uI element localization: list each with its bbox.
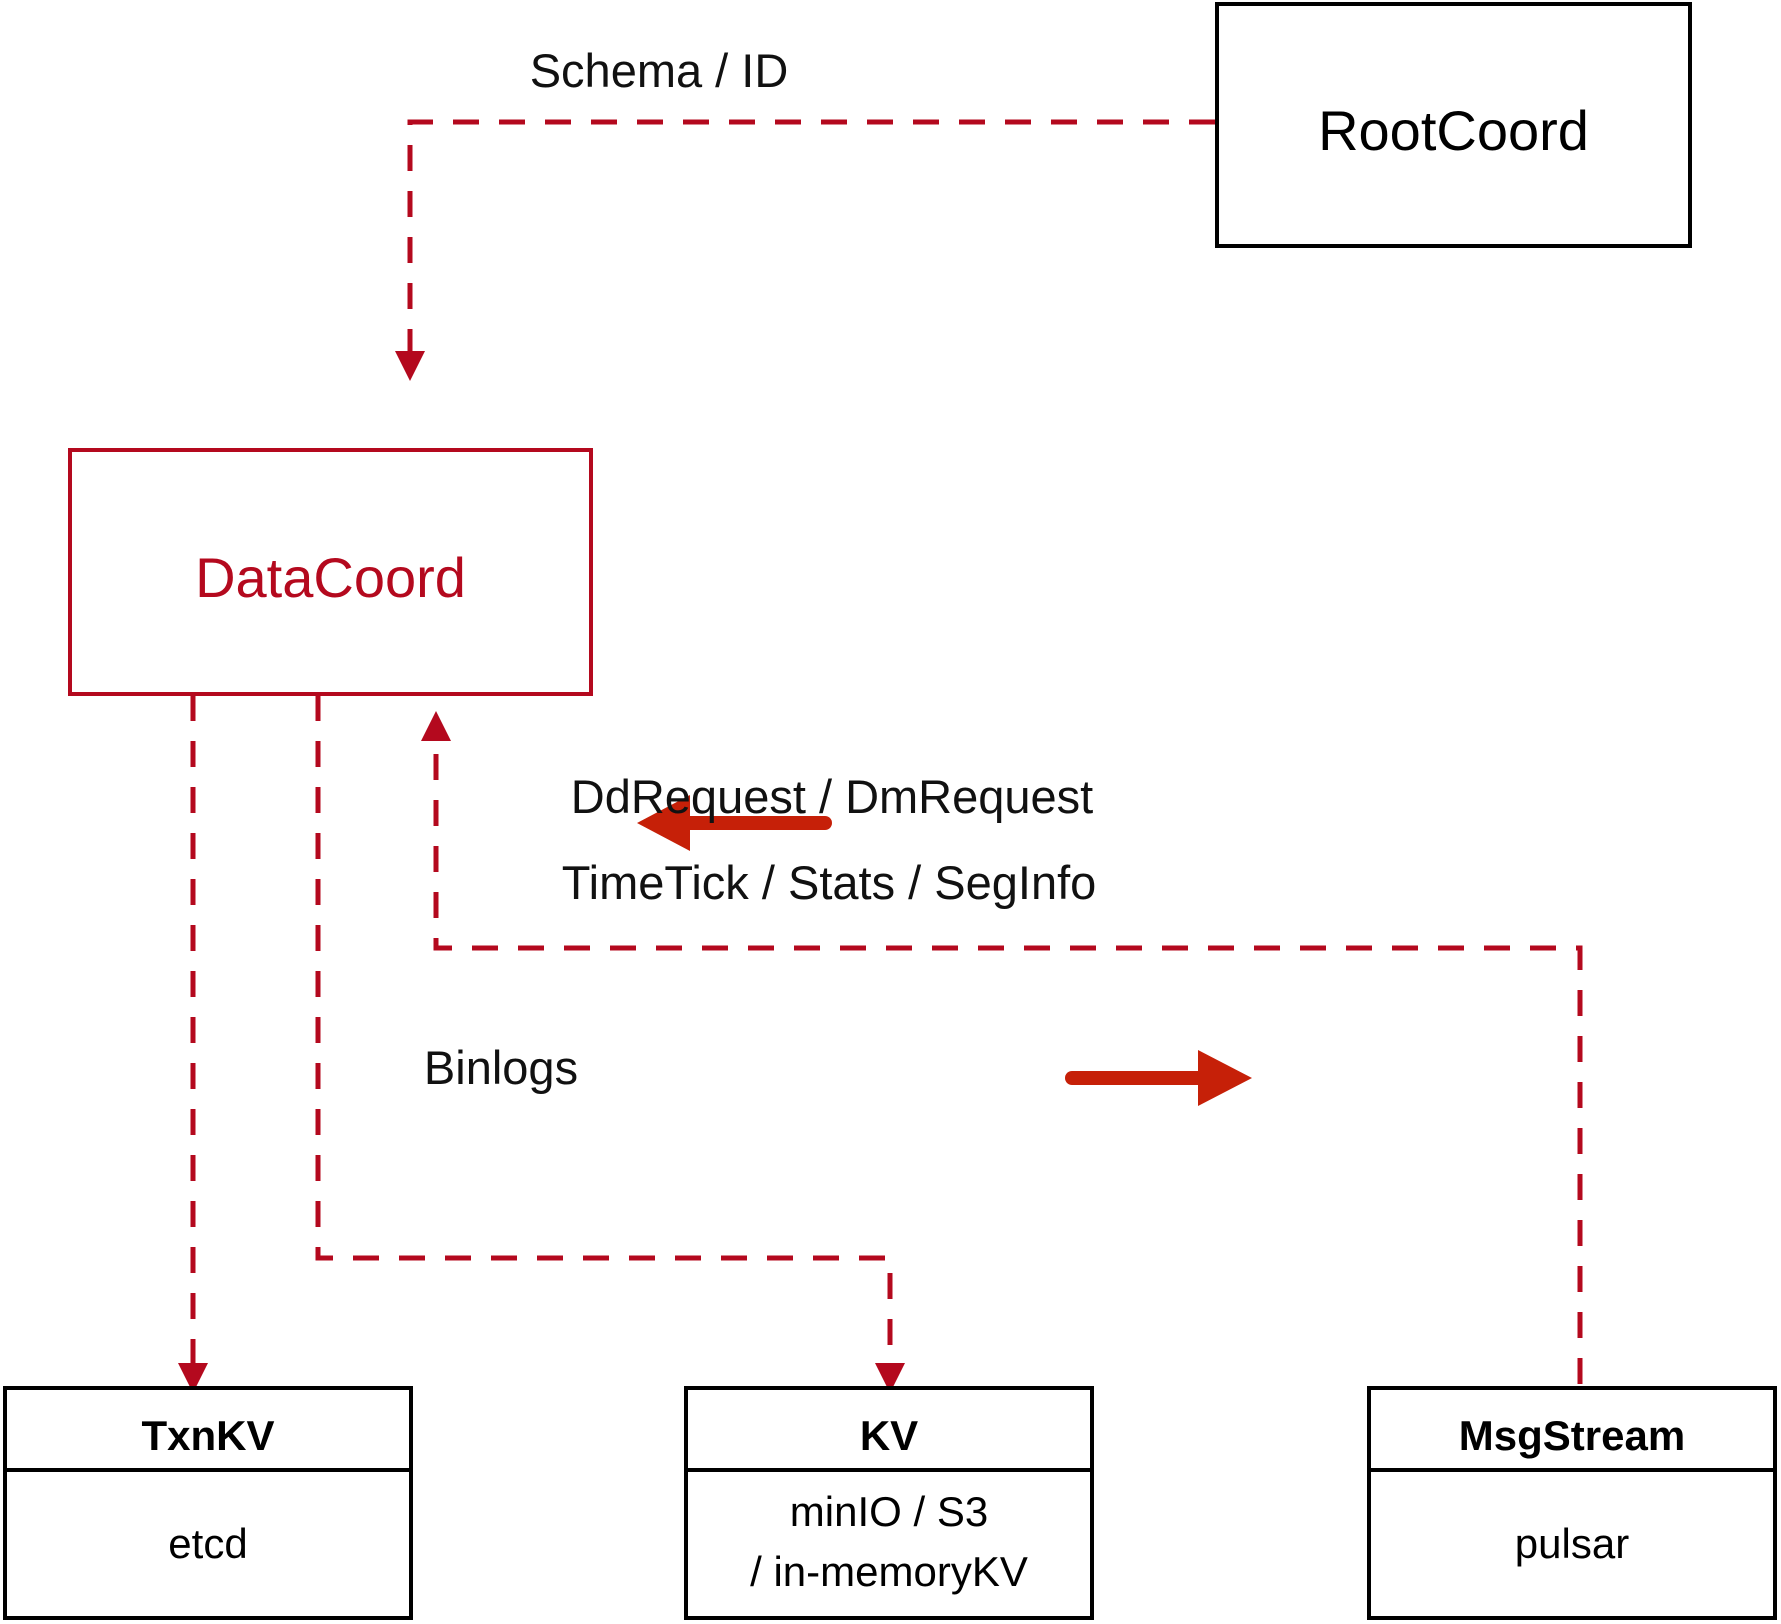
edge-label-ddrequest: DdRequest / DmRequest — [570, 770, 1094, 823]
node-msgstream-divider — [1371, 1468, 1773, 1472]
edge-label-binlogs: Binlogs — [423, 1041, 579, 1094]
node-rootcoord[interactable]: RootCoord — [1215, 2, 1692, 248]
node-rootcoord-label: RootCoord — [1318, 99, 1589, 162]
edge-schema-id — [395, 119, 1215, 381]
node-txnkv-sub: etcd — [168, 1520, 248, 1567]
node-kv-divider — [688, 1468, 1090, 1472]
node-txnkv[interactable]: TxnKV etcd — [3, 1386, 413, 1620]
node-datacoord[interactable]: DataCoord — [68, 448, 593, 696]
edge-label-timetick: TimeTick / Stats / SegInfo — [561, 856, 1097, 909]
node-msgstream-title: MsgStream — [1458, 1412, 1686, 1459]
node-kv-title: KV — [859, 1412, 919, 1459]
node-txnkv-divider — [7, 1468, 409, 1472]
node-kv-sub-line2: / in-memoryKV — [750, 1548, 1028, 1595]
direction-arrow-right-icon — [1065, 1050, 1252, 1106]
node-msgstream-sub: pulsar — [1514, 1520, 1630, 1567]
node-msgstream[interactable]: MsgStream pulsar — [1367, 1386, 1777, 1620]
node-kv-sub-line1: minIO / S3 — [789, 1488, 989, 1535]
node-txnkv-title: TxnKV — [141, 1412, 275, 1459]
node-datacoord-label: DataCoord — [195, 546, 466, 609]
edge-label-schema-id: Schema / ID — [529, 44, 789, 97]
node-kv[interactable]: KV minIO / S3 / in-memoryKV — [684, 1386, 1094, 1620]
